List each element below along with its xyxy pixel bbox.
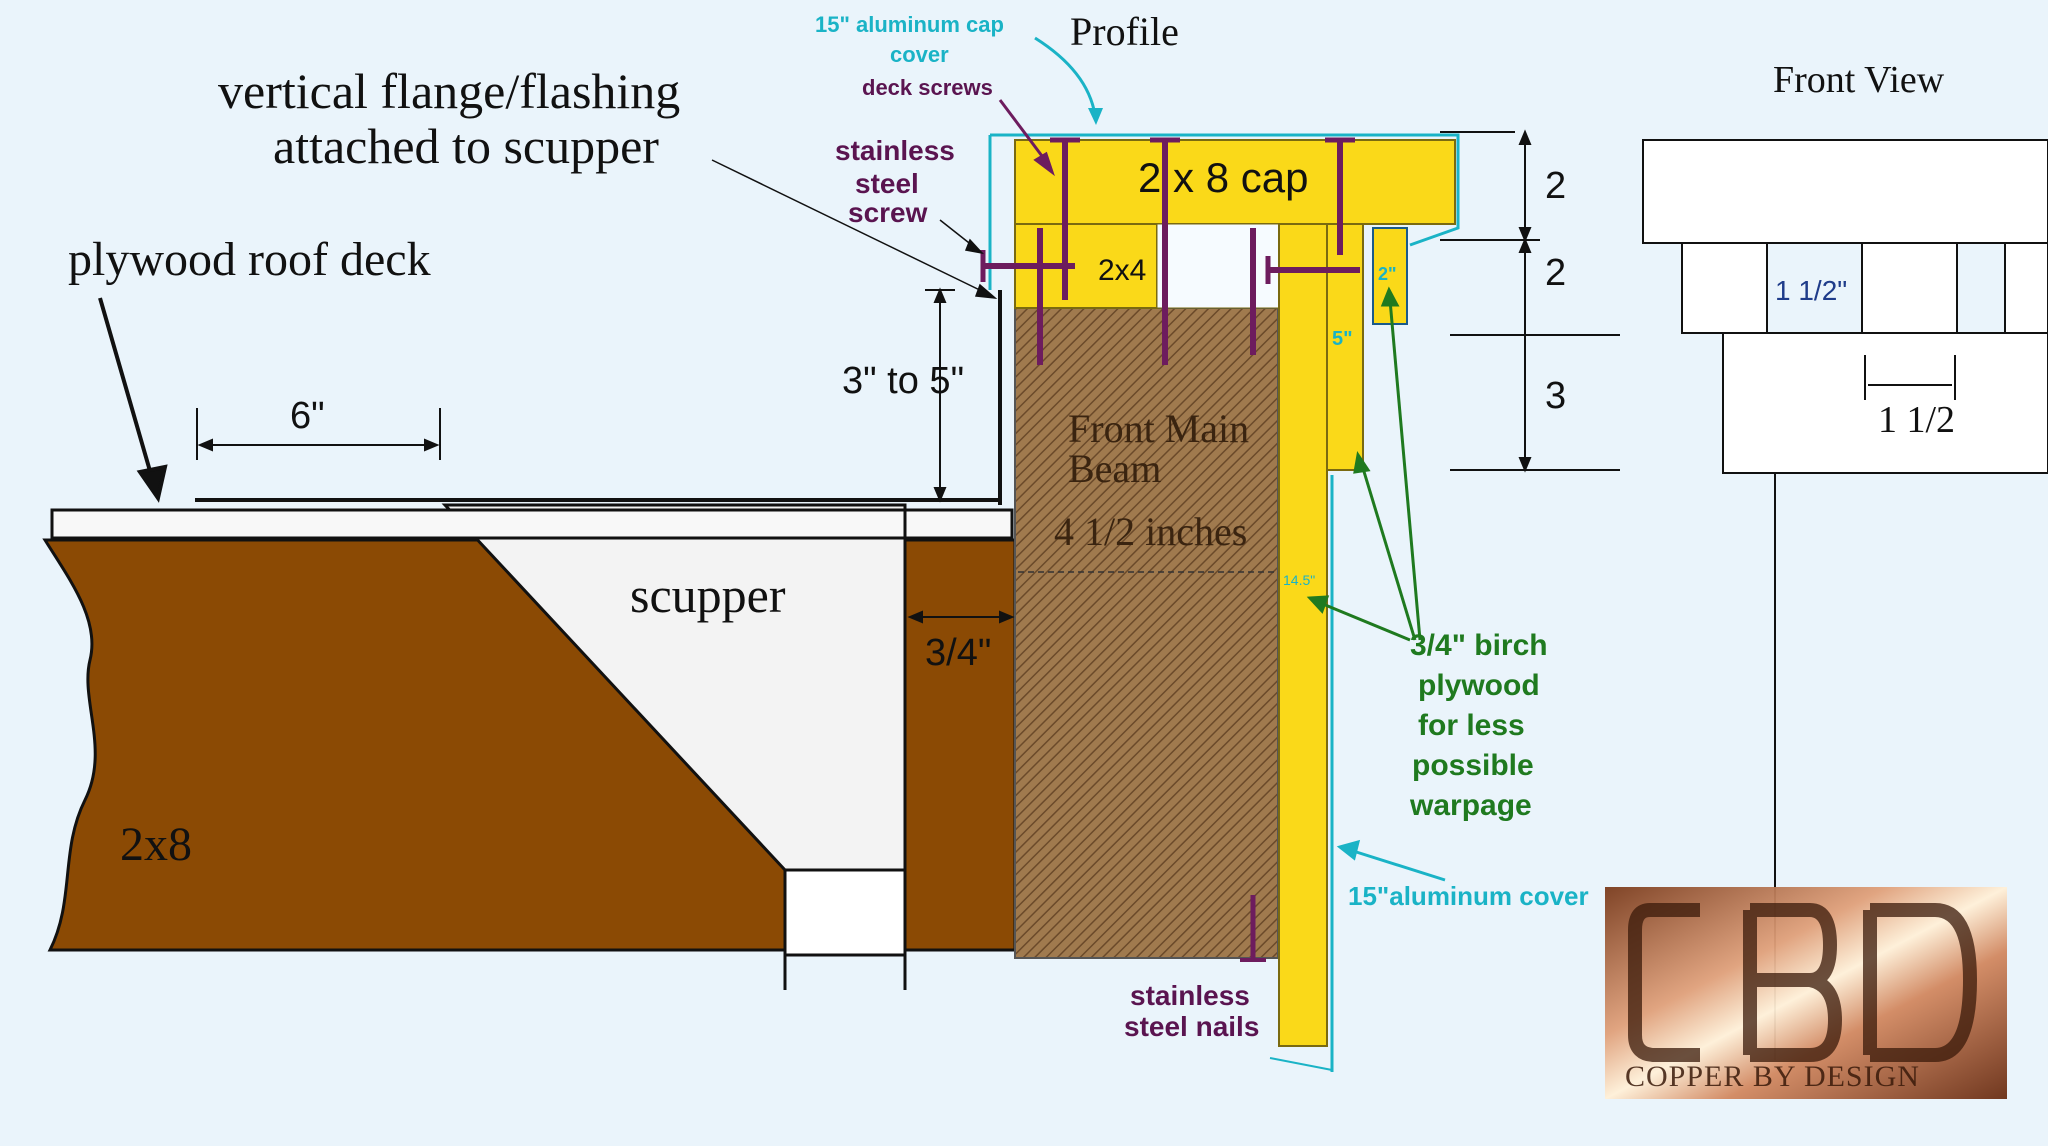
dimension-6in [196, 408, 441, 460]
front-view [1642, 139, 2048, 1060]
cap-2x8 [1014, 139, 1456, 225]
deck-screws-group [1037, 137, 1355, 365]
deck-screws-label: deck screws [862, 75, 993, 100]
dimension-3-to-5 [925, 287, 955, 503]
dim-3: 3 [1545, 375, 1566, 417]
aluminum-cap-cover-outline [990, 133, 1460, 247]
two-by-four-label: 2x4 [1098, 254, 1146, 287]
cap-cover-line2: cover [890, 42, 949, 67]
ss-screw-leader [939, 219, 985, 255]
two-by-eight-label: 2x8 [120, 818, 192, 871]
alu-cover-arrow [1336, 839, 1446, 882]
fascia-board [903, 538, 1017, 952]
cap-label: 2 x 8 cap [1138, 154, 1308, 201]
nails-line1: stainless [1130, 980, 1250, 1011]
strip-5in [1326, 223, 1364, 471]
scupper-lower-box [783, 868, 907, 957]
logo-text: COPPER BY DESIGN [1625, 1060, 1920, 1093]
flange-leader [711, 159, 998, 299]
profile-title: Profile [1070, 9, 1179, 54]
roof-deck-label: plywood roof deck [68, 233, 431, 286]
six-inch-label: 6" [290, 395, 325, 437]
ss-screw-line3: screw [848, 197, 928, 228]
cap-cover-arrow [1034, 36, 1097, 116]
ss-screw-line1: stainless [835, 135, 955, 166]
flange-label-line1: vertical flange/flashing [218, 63, 680, 119]
ss-screw-line2: steel [855, 168, 919, 199]
three-quarter-label: 3/4" [925, 632, 991, 674]
beam-line1: Front Main [1068, 406, 1249, 451]
front-1half-a: 1 1/2" [1775, 275, 1847, 306]
birch-line3: for less [1418, 709, 1525, 742]
three-to-five-label: 3" to 5" [842, 360, 964, 402]
birch-line2: plywood [1418, 669, 1540, 702]
birch-line4: possible [1412, 749, 1534, 782]
small-5-label: 5" [1332, 328, 1353, 350]
flange-label-line2: attached to scupper [273, 118, 659, 174]
right-dimensions [1440, 129, 1620, 473]
alu-cover-label: 15"aluminum cover [1348, 881, 1589, 911]
scupper-label: scupper [630, 567, 786, 623]
dimension-3-4 [907, 610, 1015, 624]
plywood-deck-strip [50, 508, 1014, 540]
beam-line3: 4 1/2 inches [1054, 509, 1247, 554]
nails-line2: steel nails [1124, 1011, 1259, 1042]
front-1half-b: 1 1/2 [1878, 399, 1955, 441]
front-view-title: Front View [1773, 59, 1945, 101]
deck-screws-arrow [998, 99, 1055, 177]
dim-2b: 2 [1545, 252, 1566, 294]
stainless-steel-nails [1240, 895, 1266, 962]
fascia-plywood-14-5 [1278, 223, 1328, 1047]
roof-deck-arrow [98, 297, 168, 503]
copper-by-design-logo [1605, 887, 2007, 1099]
cap-cover-line1: 15" aluminum cap [815, 12, 1004, 37]
small-2-label: 2" [1378, 264, 1397, 284]
dim-2a: 2 [1545, 165, 1566, 207]
beam-line2: Beam [1068, 446, 1161, 491]
front-main-beam [1014, 307, 1279, 959]
birch-line5: warpage [1409, 789, 1532, 822]
stainless-steel-screws [980, 250, 1360, 284]
small-14-5-label: 14.5" [1283, 572, 1315, 588]
birch-line1: 3/4" birch [1410, 629, 1548, 662]
birch-plywood-arrows [1306, 286, 1422, 642]
